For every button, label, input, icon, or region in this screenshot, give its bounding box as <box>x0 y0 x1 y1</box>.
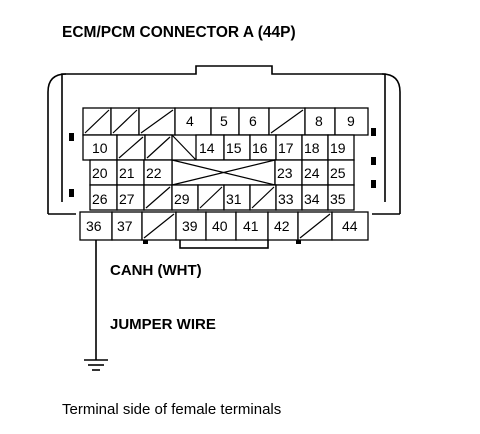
terminal-44: 44 <box>342 218 358 234</box>
terminal-8: 8 <box>315 113 323 129</box>
caption: Terminal side of female terminals <box>62 401 281 418</box>
terminal-15: 15 <box>226 140 242 156</box>
jumper-label: JUMPER WIRE <box>110 316 216 333</box>
ground-icon <box>84 359 108 371</box>
terminal-6: 6 <box>249 113 257 129</box>
terminal-37: 37 <box>117 218 133 234</box>
terminal-25: 25 <box>330 165 346 181</box>
terminal-27: 27 <box>119 191 135 207</box>
terminal-24: 24 <box>304 165 320 181</box>
cross-block <box>171 134 276 186</box>
terminal-22: 22 <box>146 165 162 181</box>
terminal-33: 33 <box>278 191 294 207</box>
terminal-41: 41 <box>243 218 259 234</box>
wire-label: CANH (WHT) <box>110 262 202 279</box>
terminal-17: 17 <box>278 140 294 156</box>
pin-row-2: 10 14 15 16 17 18 19 <box>82 134 355 161</box>
pin-row-4: 26 27 29 31 33 34 35 <box>89 184 355 211</box>
diagram-title: ECM/PCM CONNECTOR A (44P) <box>62 24 296 41</box>
terminal-34: 34 <box>304 191 320 207</box>
terminal-42: 42 <box>274 218 290 234</box>
terminal-26: 26 <box>92 191 108 207</box>
terminal-36: 36 <box>86 218 102 234</box>
terminal-5: 5 <box>220 113 228 129</box>
terminal-10: 10 <box>92 140 108 156</box>
terminal-29: 29 <box>174 191 190 207</box>
pin-row-5: 36 37 39 40 41 42 44 <box>79 211 369 241</box>
terminal-21: 21 <box>119 165 135 181</box>
terminal-18: 18 <box>304 140 320 156</box>
terminal-31: 31 <box>226 191 242 207</box>
terminal-40: 40 <box>212 218 228 234</box>
terminal-19: 19 <box>330 140 346 156</box>
terminal-9: 9 <box>347 113 355 129</box>
pin-row-1: 4 5 6 8 9 <box>82 107 369 136</box>
terminal-4: 4 <box>186 113 194 129</box>
terminal-16: 16 <box>252 140 268 156</box>
terminal-35: 35 <box>330 191 346 207</box>
terminal-grid: 4 5 6 8 9 10 14 15 16 17 <box>79 107 369 241</box>
connector-housing <box>47 65 401 249</box>
pin-row-3: 20 21 22 23 24 25 <box>89 159 355 186</box>
terminal-20: 20 <box>92 165 108 181</box>
terminal-23: 23 <box>277 165 293 181</box>
terminal-39: 39 <box>182 218 198 234</box>
terminal-14: 14 <box>199 140 215 156</box>
